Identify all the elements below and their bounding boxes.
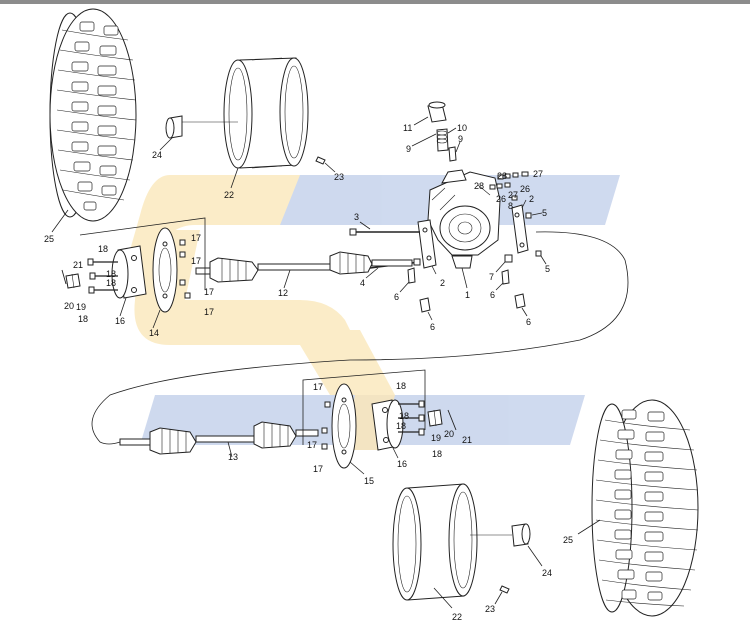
bushing-6-b: [419, 297, 433, 321]
label-17-g: 17: [313, 464, 323, 474]
callout-labels: 25 22 24 23 11 10 9 9 28 28 27 27 26 26 …: [44, 123, 573, 622]
label-18-c: 18: [106, 278, 116, 288]
brake-disc-front: [152, 227, 178, 329]
hub-nut-front: [65, 273, 81, 289]
label-23-bottom: 23: [485, 604, 495, 614]
label-20-front: 20: [64, 301, 74, 311]
label-18-d: 18: [78, 314, 88, 324]
label-18-h: 18: [432, 449, 442, 459]
mount-bracket-left: [417, 219, 437, 275]
label-22-bottom: 22: [452, 612, 462, 622]
label-28-upper: 28: [497, 171, 507, 181]
spacer-front-left: [159, 115, 238, 151]
label-8: 8: [508, 201, 513, 211]
label-18-e: 18: [396, 381, 406, 391]
label-11: 11: [403, 123, 412, 133]
label-26-right: 26: [520, 184, 530, 194]
label-17-e: 17: [313, 382, 323, 392]
spacer-7: [495, 254, 513, 273]
label-23-top: 23: [334, 172, 344, 182]
bushing-6-a: [399, 267, 416, 293]
label-12: 12: [278, 288, 288, 298]
label-15: 15: [364, 476, 374, 486]
bushing-6-d: [514, 293, 528, 317]
label-6-a: 6: [394, 292, 399, 302]
label-24-bottom: 24: [542, 568, 552, 578]
label-16-rear: 16: [397, 459, 407, 469]
hub-studs-front: [87, 258, 118, 294]
label-13: 13: [228, 452, 238, 462]
breather-cap: [411, 101, 461, 162]
label-21-front: 21: [73, 260, 83, 270]
label-22-top: 22: [224, 190, 234, 200]
hub-group-rear-box: [302, 369, 426, 445]
label-16-front: 16: [115, 316, 125, 326]
small-fasteners-28-27-26: [489, 171, 529, 201]
label-5-upper: 5: [542, 208, 547, 218]
label-7: 7: [489, 272, 494, 282]
label-24-top: 24: [152, 150, 162, 160]
label-18-g: 18: [396, 421, 406, 431]
bolt-5-lower: [535, 250, 547, 265]
cotter-pin-rear: [447, 409, 457, 431]
label-9-right: 9: [458, 134, 463, 144]
brake-disc-rear: [331, 383, 365, 475]
label-25-top: 25: [44, 234, 54, 244]
label-27-upper: 27: [533, 169, 543, 179]
wheel-hub-rear: [371, 399, 404, 459]
label-27-lower: 27: [508, 190, 518, 200]
label-10: 10: [457, 123, 467, 133]
label-3: 3: [354, 212, 359, 222]
hub-bolts-17-front: [179, 239, 191, 299]
label-2-left: 2: [440, 278, 445, 288]
tire-front-left: [49, 8, 137, 233]
label-21-rear: 21: [462, 435, 472, 445]
label-6-b: 6: [430, 322, 435, 332]
label-18-a: 18: [98, 244, 108, 254]
label-1: 1: [465, 290, 470, 300]
label-28-lower: 28: [474, 181, 484, 191]
hub-studs-rear: [398, 400, 425, 436]
label-17-c: 17: [204, 287, 214, 297]
label-5-lower: 5: [545, 264, 550, 274]
label-4: 4: [360, 278, 365, 288]
hub-bolts-17-rear: [321, 401, 331, 450]
label-9-left: 9: [406, 144, 411, 154]
label-18-b: 18: [106, 269, 116, 279]
cotter-pin-front: [61, 269, 67, 285]
label-26-left: 26: [496, 194, 506, 204]
spacer-rear-right: [470, 523, 543, 567]
label-19-rear: 19: [431, 433, 441, 443]
label-2-right: 2: [529, 194, 534, 204]
top-bar: [0, 0, 750, 4]
wheel-rim-rear-right: [392, 483, 478, 609]
shaft-path-curve: [91, 231, 629, 445]
label-18-f: 18: [399, 411, 409, 421]
label-14: 14: [149, 328, 159, 338]
label-17-f: 17: [307, 440, 317, 450]
label-25-bottom: 25: [563, 535, 573, 545]
wheel-rim-front-left: [223, 57, 309, 189]
label-17-d: 17: [204, 307, 214, 317]
nut-rear-right: [494, 585, 510, 605]
label-19-front: 19: [76, 302, 86, 312]
hub-group-front-box: [79, 217, 206, 290]
tire-rear-right: [577, 399, 699, 617]
label-20-rear: 20: [444, 429, 454, 439]
bushing-6-c: [495, 269, 510, 291]
differential-gearbox: [427, 169, 501, 289]
long-bolt: [349, 221, 420, 236]
nut-front-left: [315, 156, 336, 173]
label-17-b: 17: [191, 256, 201, 266]
mount-bracket-right: [511, 199, 529, 254]
label-6-d: 6: [526, 317, 531, 327]
bolt-5-upper: [525, 212, 543, 219]
hub-nut-rear: [427, 409, 443, 427]
label-6-c: 6: [490, 290, 495, 300]
drive-shaft-rear: [119, 421, 319, 458]
label-17-a: 17: [191, 233, 201, 243]
drive-shaft-front: [195, 251, 413, 289]
